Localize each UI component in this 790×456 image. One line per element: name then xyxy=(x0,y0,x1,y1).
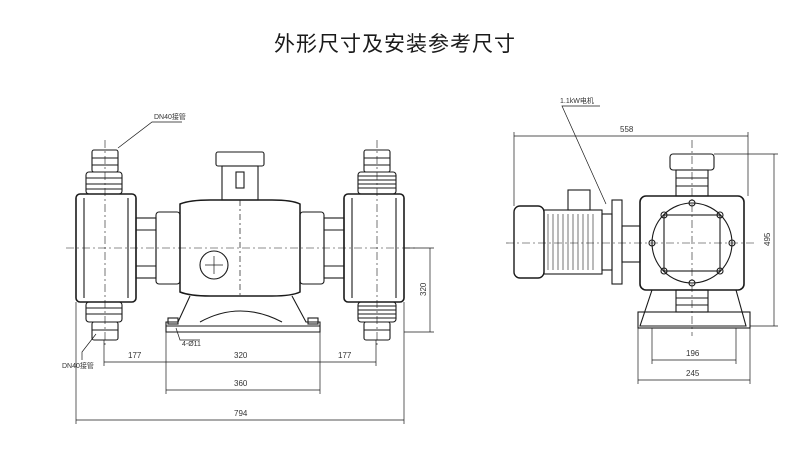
motor-label: 1.1kW电机 xyxy=(560,96,594,105)
side-base xyxy=(637,289,751,329)
page-title: 外形尺寸及安装参考尺寸 xyxy=(274,32,516,56)
side-center-lines xyxy=(506,140,756,336)
right-pump-head xyxy=(323,149,405,341)
inlet-pipe-label: DN40接管 xyxy=(62,361,94,370)
motor xyxy=(513,189,641,285)
dim-shaft-height: 320 xyxy=(419,282,428,296)
bolt-holes-label: 4-Ø11 xyxy=(182,341,201,348)
front-view: DN40接管 DN40接管 4-Ø11 177 320 177 360 794 … xyxy=(62,112,434,424)
dim-overall-length: 794 xyxy=(234,409,248,418)
motor-leader xyxy=(561,105,607,205)
top-cap xyxy=(215,151,265,201)
side-dimensions xyxy=(513,132,778,384)
outlet-pipe-label: DN40接管 xyxy=(154,112,186,121)
dim-base-inner: 196 xyxy=(686,349,700,358)
side-view: 1.1kW电机 558 495 196 245 xyxy=(506,96,778,384)
dim-center-span: 320 xyxy=(234,351,248,360)
dim-overall-height: 495 xyxy=(763,232,772,246)
pump-base xyxy=(165,295,321,333)
dim-overall-depth: 558 xyxy=(620,125,634,134)
dim-base-length: 360 xyxy=(234,379,248,388)
left-pump-head xyxy=(75,149,157,341)
dim-left-span: 177 xyxy=(128,351,142,360)
dim-right-span: 177 xyxy=(338,351,352,360)
center-lines xyxy=(66,140,418,345)
dim-base-outer: 245 xyxy=(686,369,700,378)
front-dimensions xyxy=(75,247,434,424)
front-leaders xyxy=(81,121,200,360)
